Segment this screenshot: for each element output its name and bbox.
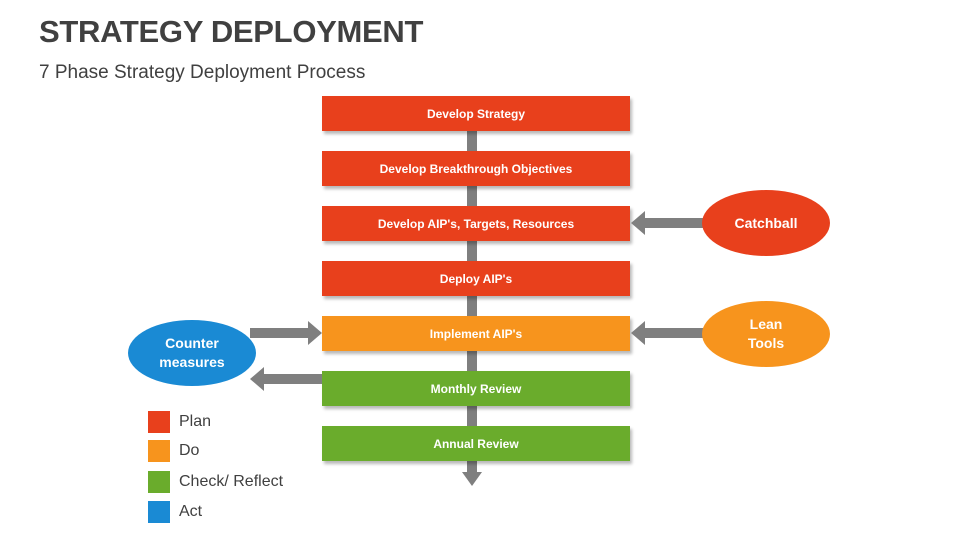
legend-label: Act <box>179 503 203 520</box>
legend-label: Do <box>179 442 200 459</box>
legend-item-plan: Plan <box>148 411 211 433</box>
catchball-ellipse: Catchball <box>702 190 830 256</box>
lean-tools-arrow-head <box>631 321 645 345</box>
step-annual-review: Annual Review <box>322 426 630 461</box>
countermeasures-in-arrow-head <box>250 367 264 391</box>
lean-tools-arrow-shaft <box>644 328 704 338</box>
catchball-arrow-head <box>631 211 645 235</box>
step-develop-breakthrough-objectives: Develop Breakthrough Objectives <box>322 151 630 186</box>
countermeasures-ellipse: Counter measures <box>128 320 256 386</box>
step-label: Develop AIP's, Targets, Resources <box>377 216 575 231</box>
step-label: Implement AIP's <box>429 326 523 341</box>
legend-item-do: Do <box>148 440 199 462</box>
step-monthly-review: Monthly Review <box>322 371 630 406</box>
step-deploy-aips: Deploy AIP's <box>322 261 630 296</box>
legend-label: Plan <box>179 413 212 430</box>
step-label: Develop Breakthrough Objectives <box>379 161 573 176</box>
step-label: Annual Review <box>433 436 519 451</box>
page-subtitle: 7 Phase Strategy Deployment Process <box>39 62 366 83</box>
lean-tools-ellipse: Lean Tools <box>702 301 830 367</box>
step-label: Monthly Review <box>430 381 522 396</box>
lean-tools-label: Lean Tools <box>747 316 785 351</box>
countermeasures-out-arrow-shaft <box>250 328 309 338</box>
countermeasures-in-arrow-shaft <box>264 374 322 384</box>
step-develop-strategy: Develop Strategy <box>322 96 630 131</box>
legend-item-act: Act <box>148 501 202 523</box>
step-implement-aips: Implement AIP's <box>322 316 630 351</box>
countermeasures-out-arrow-head <box>308 321 322 345</box>
legend-swatch-do <box>148 440 170 462</box>
legend-swatch-act <box>148 501 170 523</box>
page-title: STRATEGY DEPLOYMENT <box>39 14 424 49</box>
legend-swatch-plan <box>148 411 170 433</box>
countermeasures-label: Counter measures <box>159 335 225 370</box>
legend-swatch-check <box>148 471 170 493</box>
legend-label: Check/ Reflect <box>179 473 284 490</box>
catchball-label: Catchball <box>734 214 798 231</box>
step-develop-aips-targets-resources: Develop AIP's, Targets, Resources <box>322 206 630 241</box>
legend-item-check: Check/ Reflect <box>148 471 283 493</box>
catchball-arrow-shaft <box>644 218 704 228</box>
step-label: Deploy AIP's <box>439 271 513 286</box>
process-flow-arrowhead <box>462 472 482 486</box>
step-label: Develop Strategy <box>426 106 526 121</box>
